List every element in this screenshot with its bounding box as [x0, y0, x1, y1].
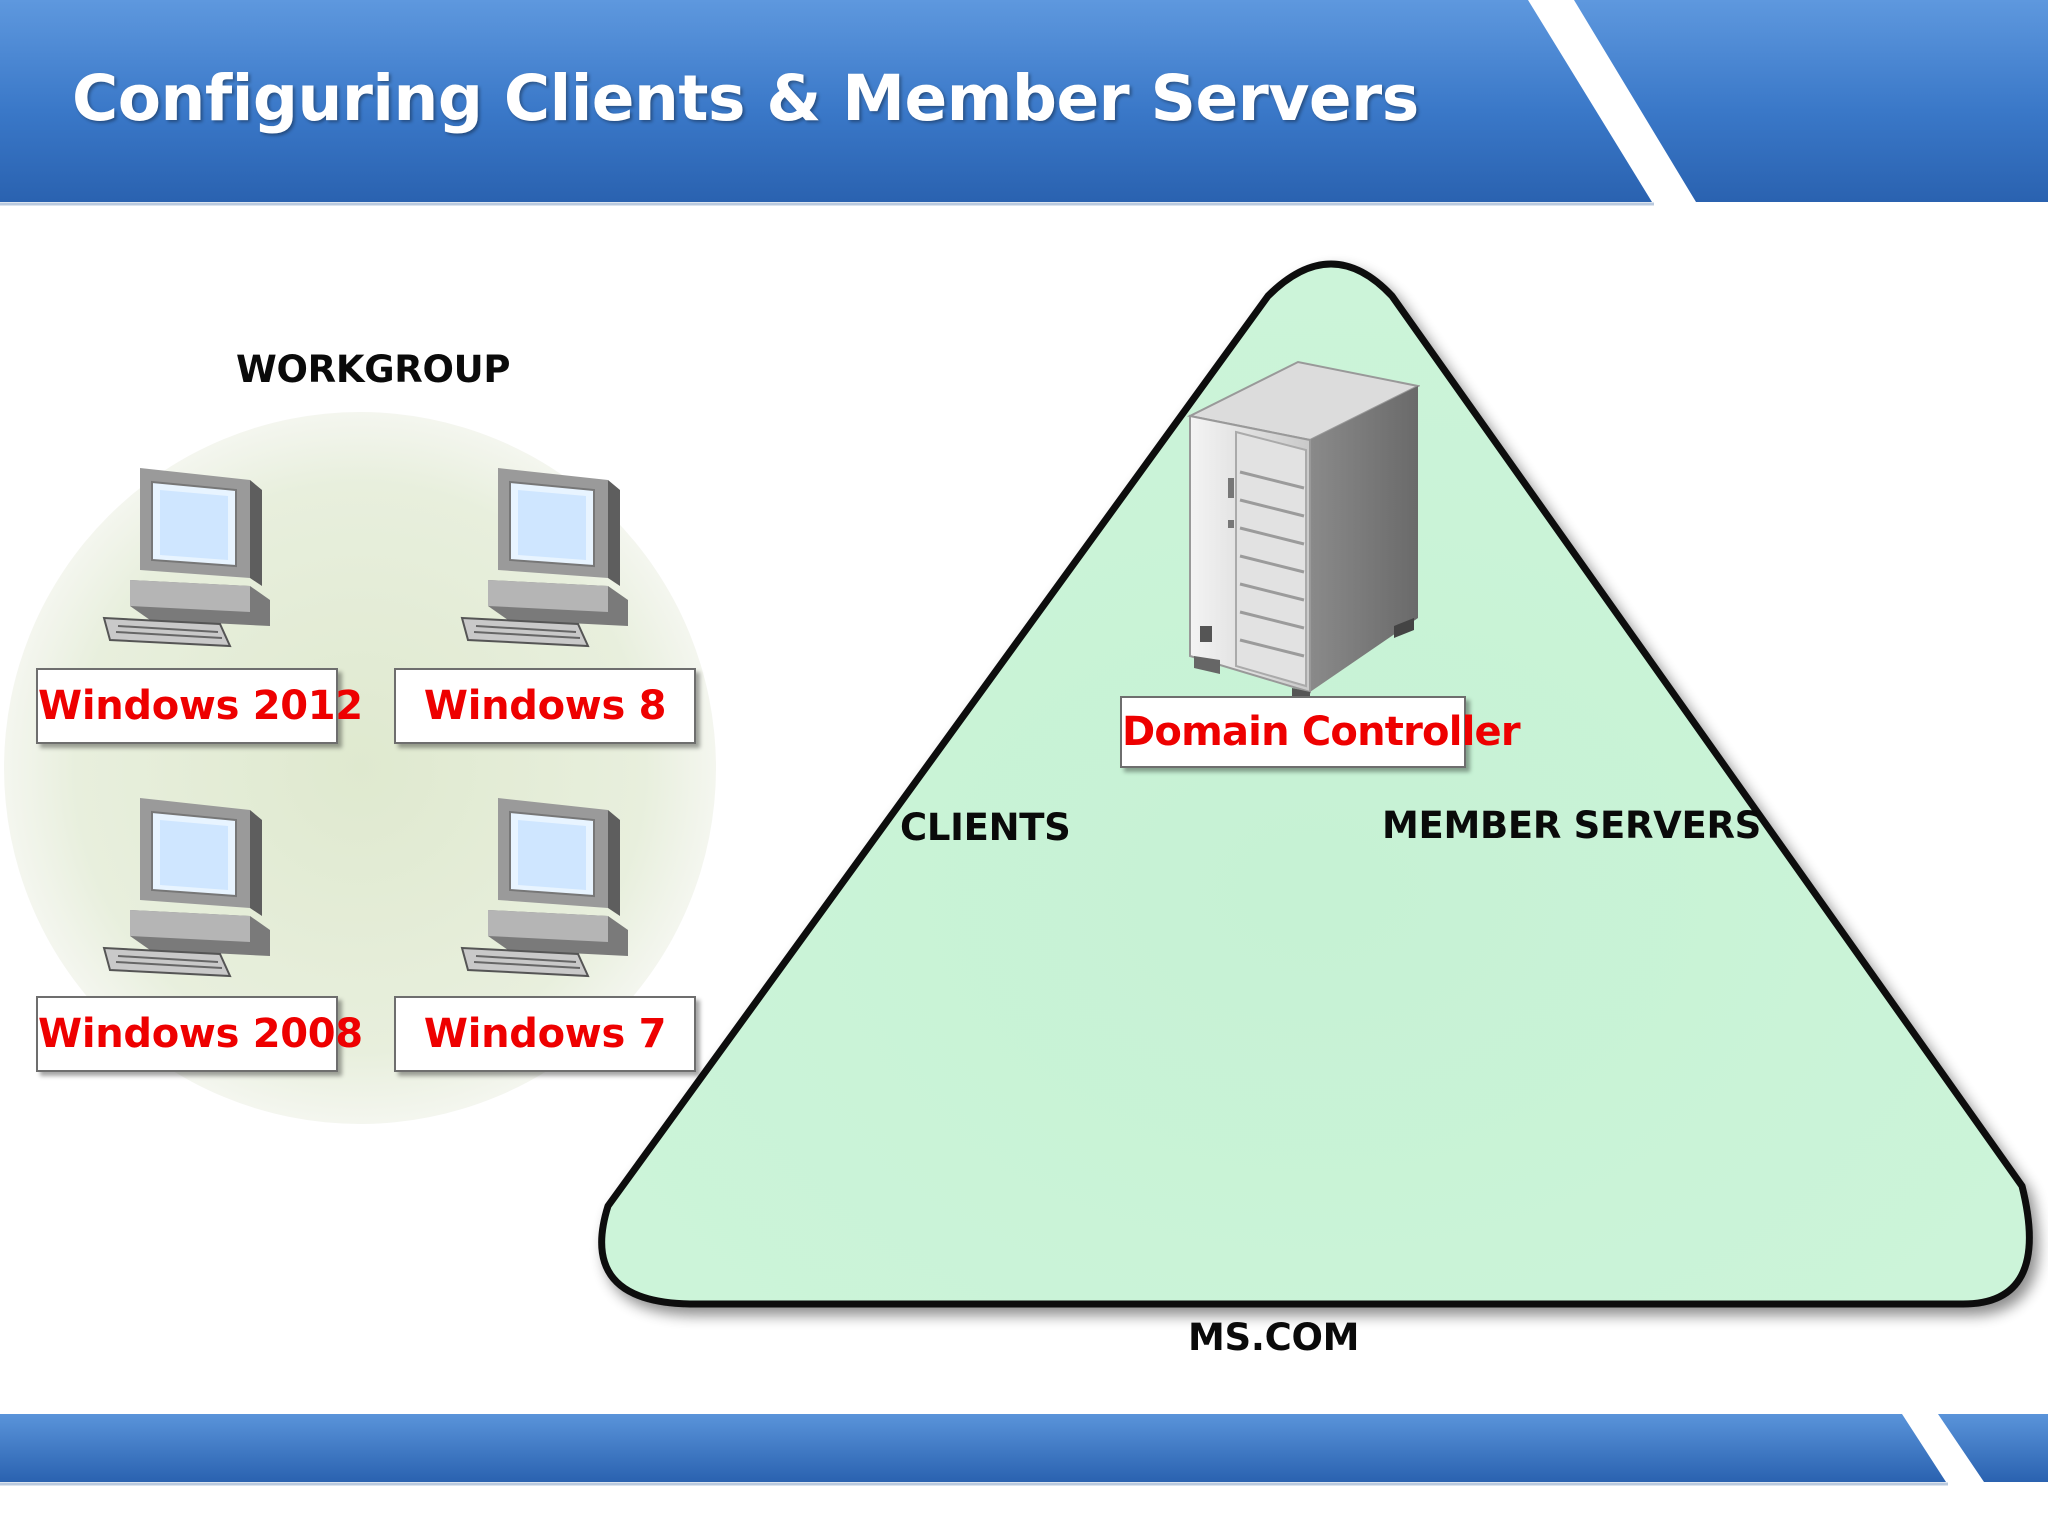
domain-controller-label: Domain Controller	[1120, 696, 1521, 768]
footer-band	[0, 1414, 1946, 1482]
header-band-right	[1574, 0, 2048, 202]
os-label-windows-8: Windows 8	[394, 668, 696, 744]
domain-triangle	[598, 260, 2033, 1308]
member-servers-label: MEMBER SERVERS	[1382, 804, 1762, 847]
computer-icon	[458, 460, 628, 660]
server-tower-icon	[1180, 356, 1422, 706]
os-label-windows-2012: Windows 2012	[36, 668, 363, 744]
workgroup-label: WORKGROUP	[236, 348, 511, 391]
os-label-windows-7: Windows 7	[394, 996, 696, 1072]
domain-name-label: MS.COM	[1188, 1316, 1360, 1359]
computer-icon	[458, 790, 628, 990]
clients-label: CLIENTS	[900, 806, 1071, 849]
header-band	[0, 0, 1652, 202]
computer-icon	[100, 790, 270, 990]
computer-icon	[100, 460, 270, 660]
os-label-windows-2008: Windows 2008	[36, 996, 363, 1072]
footer-band-right	[1938, 1414, 2048, 1482]
slide-title: Configuring Clients & Member Servers	[72, 62, 1419, 135]
